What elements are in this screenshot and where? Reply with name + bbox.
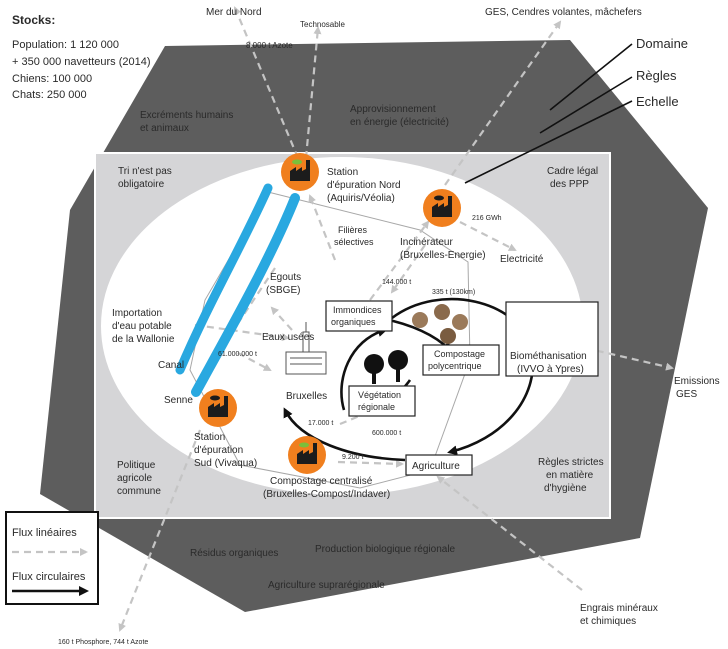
eaux-usees-label: Eaux usées [262, 332, 314, 343]
station-nord-label-3: (Aquiris/Véolia) [327, 193, 395, 204]
mer-du-nord-label: Mer du Nord [206, 7, 262, 18]
echelle-pointer [464, 100, 633, 184]
excrements-label-1: Excréments humains [140, 110, 233, 121]
ges-cendres-label: GES, Cendres volantes, mâchefers [485, 7, 642, 18]
production-label: Production biologique régionale [315, 544, 456, 555]
agriculture-box [405, 454, 473, 476]
legend: Flux linéaires Flux circulaires [5, 511, 99, 605]
energie-label-1: Approvisionnement [350, 104, 436, 115]
station-nord-label-2: d'épuration Nord [327, 180, 401, 191]
importation-label-3: de la Wallonie [112, 334, 175, 345]
vegetation-box [348, 385, 416, 417]
emissions-ges-label-2: GES [676, 389, 697, 400]
engrais-label-2: et chimiques [580, 616, 636, 627]
tree-icon [364, 350, 408, 384]
flow-9200-label: 9.200 t [342, 454, 363, 461]
compost-pile-icon [412, 304, 468, 344]
cadre-label-2: des PPP [550, 179, 589, 190]
station-sud-marker [199, 389, 237, 427]
cadre-label-1: Cadre légal [547, 166, 598, 177]
vegetation-label-2: régionale [358, 402, 395, 412]
importation-label-1: Importation [112, 308, 162, 319]
filieres-label-1: Filières [338, 225, 368, 235]
level-echelle-label: Echelle [636, 94, 679, 109]
station-sud-label-2: d'épuration [194, 445, 243, 456]
stocks-line-4: Chats: 250 000 [12, 89, 87, 101]
filieres-label-2: sélectives [334, 237, 374, 247]
domaine-pointer [549, 43, 633, 111]
stocks-line-2: + 350 000 navetteurs (2014) [12, 56, 151, 68]
excrements-label-2: et animaux [140, 123, 189, 134]
legend-circulaires-label: Flux circulaires [12, 571, 86, 583]
politique-label-1: Politique [117, 460, 156, 471]
compostage-central-marker [288, 436, 326, 474]
regles-strictes-label-1: Règles strictes [538, 457, 604, 468]
compostage-poly-box [422, 344, 500, 376]
factory-icon [208, 396, 228, 417]
regles-strictes-label-3: d'hygiène [544, 483, 587, 494]
compostage-poly-label-1: Compostage [434, 349, 485, 359]
station-nord-label-1: Station [327, 167, 358, 178]
immondices-box [325, 300, 393, 332]
stocks-line-1: Population: 1 120 000 [12, 39, 119, 51]
legend-lineaires-label: Flux linéaires [12, 527, 77, 539]
immondices-label-1: Immondices [333, 305, 382, 315]
politique-label-2: agricole [117, 473, 152, 484]
biomethanisation-label-2: (IVVO à Ypres) [517, 364, 584, 375]
station-sud-label-3: Sud (Vivaqua) [194, 458, 257, 469]
technosable-label: Technosable [300, 20, 345, 29]
stocks-line-3: Chiens: 100 000 [12, 73, 92, 85]
biomethanisation-box [505, 301, 599, 377]
incinerateur-label-2: (Bruxelles-Energie) [400, 250, 486, 261]
energie-label-2: en énergie (électricité) [350, 117, 449, 128]
level-domaine-label: Domaine [636, 36, 688, 51]
agri-supra-label: Agriculture suprarégionale [268, 580, 385, 591]
flow-gwh-label: 216 GWh [472, 215, 502, 222]
factory-icon [297, 443, 317, 464]
politique-label-3: commune [117, 486, 161, 497]
incinerateur-marker [423, 189, 461, 227]
vegetation-label-1: Végétation [358, 390, 401, 400]
tri-label-1: Tri n'est pas [118, 166, 172, 177]
azote-8000-label: 8.000 t Azote [246, 41, 293, 50]
agriculture-label: Agriculture [412, 461, 460, 472]
level-regles-label: Règles [636, 68, 677, 83]
factory-icon [432, 196, 452, 217]
city-hall-icon [285, 322, 327, 375]
senne-river [191, 193, 300, 397]
flow-335-label: 335 t (130km) [432, 289, 475, 296]
electricite-label: Electricité [500, 254, 544, 265]
flow-144-label: 144.000 t [382, 279, 411, 286]
compostage-central-label-2: (Bruxelles-Compost/Indaver) [263, 489, 390, 500]
tri-label-2: obligatoire [118, 179, 165, 190]
canal-river [175, 183, 273, 375]
station-nord-marker [281, 153, 319, 191]
emissions-ges-label-1: Emissions [674, 376, 720, 387]
immondices-label-2: organiques [331, 317, 376, 327]
phosphore-label: 160 t Phosphore, 744 t Azote [58, 639, 148, 646]
importation-label-2: d'eau potable [112, 321, 172, 332]
engrais-label-1: Engrais minéraux [580, 603, 658, 614]
senne-label: Senne [164, 395, 193, 406]
regles-pointer [539, 76, 633, 134]
egouts-label-2: (SBGE) [266, 285, 300, 296]
residus-label: Résidus organiques [190, 548, 278, 559]
station-sud-label-1: Station [194, 432, 225, 443]
compostage-central-label-1: Compostage centralisé [270, 476, 373, 487]
egouts-label-1: Egouts [270, 272, 301, 283]
biomethanisation-label-1: Biométhanisation [510, 351, 587, 362]
flow-61m-label: 61.000.000 t [218, 351, 257, 358]
incinerateur-label-1: Incinérateur [400, 237, 453, 248]
factory-icon [290, 160, 310, 181]
bruxelles-label: Bruxelles [286, 391, 327, 402]
flow-17-label: 17.000 t [308, 420, 333, 427]
canal-label: Canal [158, 360, 184, 371]
flow-600-label: 600.000 t [372, 430, 401, 437]
compostage-poly-label-2: polycentrique [428, 361, 482, 371]
regles-strictes-label-2: en matière [546, 470, 594, 481]
stocks-title: Stocks: [12, 13, 55, 27]
